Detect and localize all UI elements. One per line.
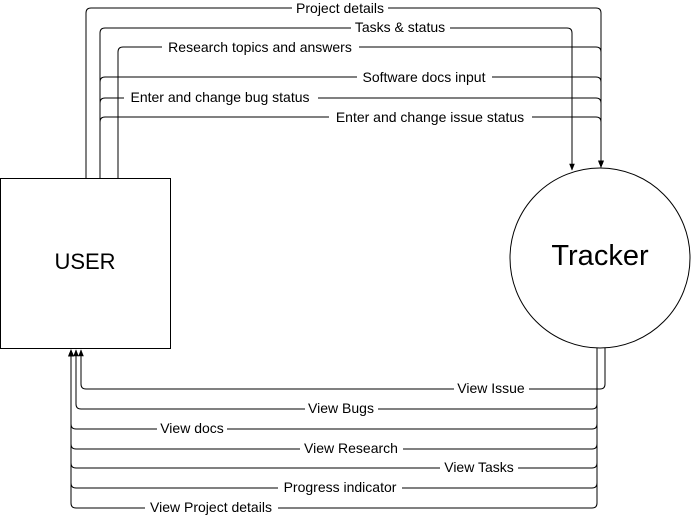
edge-research: [117, 46, 604, 178]
label-bg-issue-status: [329, 109, 532, 125]
label-bg-software-docs: [357, 69, 492, 85]
label-bug-status: Enter and change bug status: [130, 89, 309, 105]
edge-view-research: [68, 348, 598, 450]
user-box: [0, 178, 171, 349]
label-software-docs: Software docs input: [363, 69, 486, 85]
label-research: Research topics and answers: [168, 39, 352, 55]
tracker-label: Tracker: [551, 240, 649, 272]
labels-to-user: View Issue View Bugs View docs View Rese…: [145, 380, 529, 516]
user-label: USER: [54, 249, 115, 274]
label-bg-view-project-details: [145, 500, 278, 516]
label-bg-tasks-status: [351, 20, 450, 36]
label-bg-bug-status: [124, 90, 318, 106]
label-view-docs: View docs: [160, 420, 224, 436]
label-bg-research: [162, 39, 359, 55]
label-tasks-status: Tasks & status: [355, 19, 445, 35]
edge-software-docs: [99, 76, 604, 178]
edge-view-issue: [78, 348, 606, 390]
edge-bug-status: [99, 97, 604, 178]
label-issue-status: Enter and change issue status: [336, 109, 524, 125]
label-bg-view-docs: [157, 421, 227, 437]
edges-to-user: [68, 348, 606, 509]
node-tracker[interactable]: Tracker: [509, 167, 691, 349]
label-bg-progress-indicator: [278, 480, 402, 496]
label-bg-project-details: [292, 0, 388, 16]
label-view-project-details: View Project details: [150, 499, 272, 515]
label-bg-view-research: [300, 441, 403, 457]
edge-tasks-status: [99, 27, 575, 178]
label-view-bugs: View Bugs: [308, 400, 374, 416]
tracker-circle: [509, 167, 691, 349]
label-view-research: View Research: [304, 440, 398, 456]
label-view-tasks: View Tasks: [444, 459, 514, 475]
edge-issue-status: [99, 116, 604, 178]
label-view-issue: View Issue: [457, 380, 525, 396]
edge-progress-indicator: [68, 348, 598, 489]
labels-to-tracker: Project details Tasks & status Research …: [124, 0, 532, 125]
edge-view-project-details: [68, 348, 598, 509]
node-user[interactable]: USER: [0, 178, 171, 349]
label-bg-view-issue: [454, 381, 529, 397]
label-project-details: Project details: [296, 0, 384, 16]
label-progress-indicator: Progress indicator: [284, 479, 397, 495]
label-bg-view-bugs: [305, 401, 378, 417]
label-bg-view-tasks: [440, 460, 518, 476]
